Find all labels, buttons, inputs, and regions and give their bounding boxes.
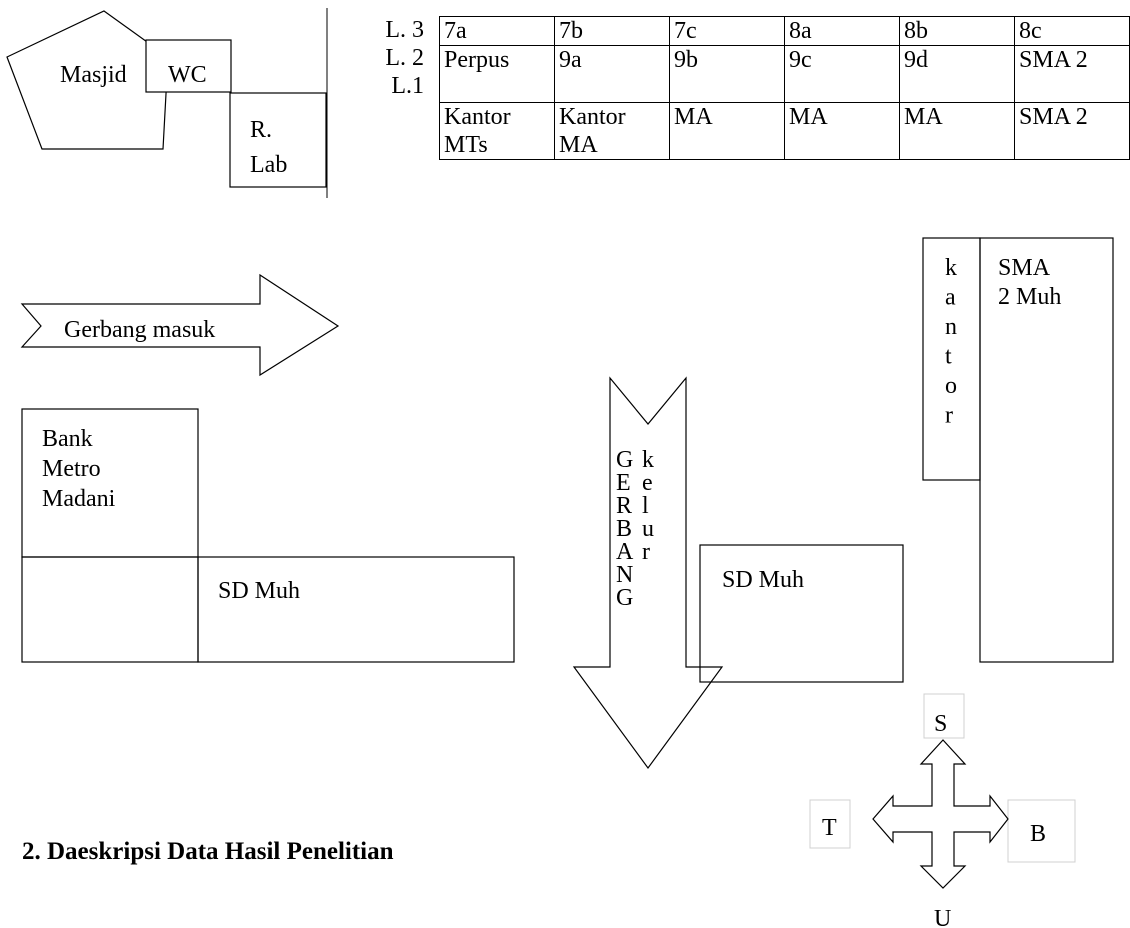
kantor-letter: a <box>945 285 956 311</box>
room-cell: MA <box>669 102 785 160</box>
room-cell: 8b <box>899 16 1015 46</box>
bank-label-1: Bank <box>42 426 93 452</box>
room-cell: Kantor MTs <box>439 102 555 160</box>
compass-south-label: U <box>934 906 951 928</box>
sd-left-label: SD Muh <box>218 578 300 604</box>
exit-letter: G <box>616 585 633 611</box>
exit-letter: k <box>642 447 654 473</box>
sma-box <box>979 237 1114 663</box>
kantor-letter: r <box>945 403 953 429</box>
level-label-3: L. 3 <box>385 17 424 43</box>
floor-table: 7a 7b 7c 8a 8b 8c Perpus 9a 9b 9c 9d SMA… <box>439 16 1130 160</box>
exit-letter: u <box>642 516 654 542</box>
compass-east-label: B <box>1030 821 1046 847</box>
exit-letter: e <box>642 470 653 496</box>
entrance-label: Gerbang masuk <box>64 317 215 343</box>
room-cell: 7a <box>439 16 555 46</box>
exit-letter: E <box>616 470 631 496</box>
sd-left-box <box>197 556 515 663</box>
exit-letter: G <box>616 447 633 473</box>
empty-lot-box <box>21 556 199 663</box>
room-cell: SMA 2 <box>1014 102 1130 160</box>
kantor-letter: o <box>945 373 957 399</box>
section-heading: 2. Daeskripsi Data Hasil Penelitian <box>22 838 394 865</box>
exit-letter: R <box>616 493 632 519</box>
compass-west-label: T <box>822 815 837 841</box>
room-cell: MA <box>784 102 900 160</box>
room-cell: SMA 2 <box>1014 45 1130 103</box>
exit-letter: r <box>642 539 650 565</box>
room-cell: 9b <box>669 45 785 103</box>
room-cell: 9a <box>554 45 670 103</box>
exit-letter: B <box>616 516 632 542</box>
exit-letter: A <box>616 539 634 565</box>
level-label-2: L. 2 <box>385 45 424 71</box>
lab-label-1: R. <box>250 117 272 143</box>
wc-box <box>145 39 232 93</box>
kantor-letter: n <box>945 314 957 340</box>
kantor-letter: k <box>945 255 957 281</box>
bank-label-3: Madani <box>42 486 116 512</box>
floor-row-l1: Kantor MTs Kantor MA MA MA MA SMA 2 <box>439 102 1130 160</box>
floor-row-l3: 7a 7b 7c 8a 8b 8c <box>439 16 1130 46</box>
lab-box <box>229 92 327 188</box>
kantor-letter: t <box>945 344 952 370</box>
compass-arrows <box>872 739 1009 889</box>
sd-right-box <box>699 544 904 683</box>
sma-label-2: 2 Muh <box>998 284 1061 310</box>
entrance-arrow <box>20 273 340 377</box>
masjid-label: Masjid <box>60 62 127 88</box>
room-cell: 7c <box>669 16 785 46</box>
room-cell: 7b <box>554 16 670 46</box>
bank-label-2: Metro <box>42 456 101 482</box>
exit-letter: N <box>616 562 633 588</box>
compass-west-box <box>809 799 851 849</box>
floor-row-l2: Perpus 9a 9b 9c 9d SMA 2 <box>439 45 1130 103</box>
compass-north-box <box>923 693 965 739</box>
compass-east-box <box>1007 799 1076 863</box>
lab-label-2: Lab <box>250 152 287 178</box>
room-cell: 9c <box>784 45 900 103</box>
room-cell: MA <box>899 102 1015 160</box>
wc-label: WC <box>168 62 207 88</box>
sma-label-1: SMA <box>998 255 1051 281</box>
level-label-1: L.1 <box>391 73 424 99</box>
exit-arrow <box>572 376 724 770</box>
room-cell: 9d <box>899 45 1015 103</box>
room-cell: 8c <box>1014 16 1130 46</box>
exit-letter: l <box>642 493 649 519</box>
room-cell: Perpus <box>439 45 555 103</box>
compass-north-label: S <box>934 711 947 737</box>
room-cell: Kantor MA <box>554 102 670 160</box>
sd-right-label: SD Muh <box>722 567 804 593</box>
room-cell: 8a <box>784 16 900 46</box>
